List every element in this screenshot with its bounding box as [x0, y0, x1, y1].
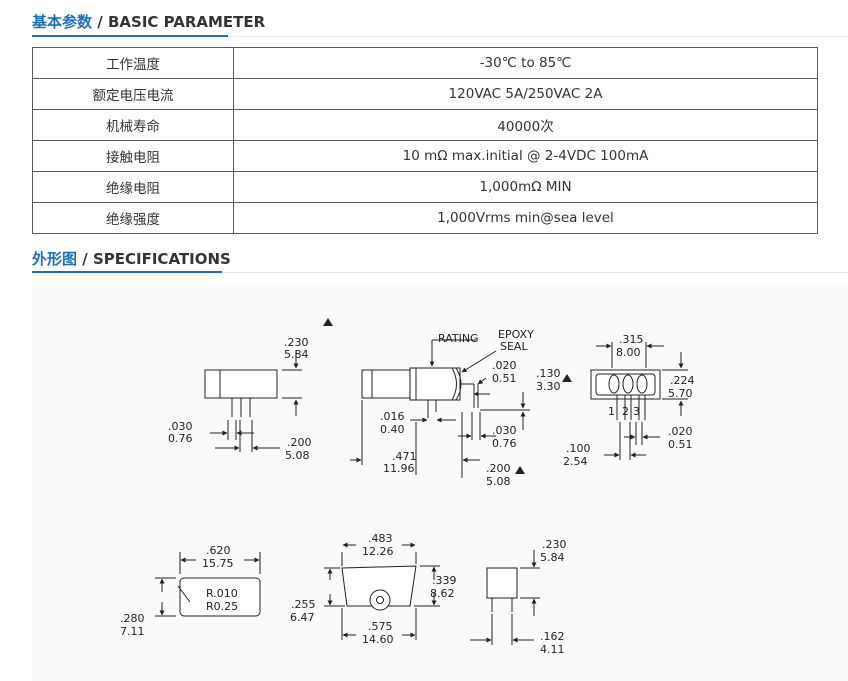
param-label: 额定电压电流 [32, 78, 234, 110]
dim-label: .020 [668, 425, 693, 438]
specs-heading-accent [32, 271, 222, 273]
dim-label: 8.00 [616, 346, 641, 359]
basic-parameter-heading: 基本参数 / BASIC PARAMETER [32, 11, 265, 33]
triangle-marker-icon [562, 374, 572, 382]
specs-title-cn: 外形图 [32, 250, 78, 268]
dim-label: .230 [542, 538, 567, 551]
dim-label: .100 [566, 442, 591, 455]
dim-label: .483 [368, 532, 393, 545]
dim-label: 5.70 [668, 387, 693, 400]
top-view [155, 552, 261, 617]
table-row: 绝缘电阻 1,000mΩ MIN [32, 171, 818, 203]
dim-label: 4.11 [540, 643, 565, 656]
specs-heading-rule [32, 272, 848, 273]
basic-heading-rule [32, 36, 848, 37]
dim-label: .280 [120, 612, 145, 625]
dim-label: 5.84 [284, 348, 309, 361]
rating-label: RATING [438, 332, 479, 345]
dim-label: .020 [492, 359, 517, 372]
small-side-view [470, 550, 540, 645]
dim-label: .230 [284, 336, 309, 349]
dim-label: .200 [287, 436, 312, 449]
actuator-view [324, 542, 440, 640]
specifications-heading: 外形图 / SPECIFICATIONS [32, 248, 231, 270]
dim-label: 2.54 [563, 455, 588, 468]
dim-label: .162 [540, 630, 565, 643]
dim-label: 0.51 [492, 372, 517, 385]
pin-number: 2 [622, 405, 629, 418]
epoxy-label: EPOXY [498, 328, 534, 341]
dim-label: .224 [670, 374, 695, 387]
triangle-marker-icon [323, 318, 333, 326]
dim-label: .620 [206, 544, 231, 557]
dim-label: .130 [536, 367, 561, 380]
dim-label: 0.40 [380, 423, 405, 436]
param-value: 40000次 [233, 109, 818, 141]
pin-number: 1 [608, 405, 615, 418]
side-view-left [204, 350, 302, 452]
dim-label: 5.08 [285, 449, 310, 462]
triangle-marker-icon [515, 466, 525, 474]
param-value: 10 mΩ max.initial @ 2-4VDC 100mA [233, 140, 818, 172]
dim-label: .255 [291, 598, 316, 611]
drawing-background [32, 285, 848, 681]
dim-label: .339 [432, 574, 457, 587]
table-row: 机械寿命 40000次 [32, 109, 818, 141]
dim-label: 6.47 [290, 611, 315, 624]
param-label: 绝缘强度 [32, 202, 234, 234]
radius-label: R0.25 [206, 600, 238, 613]
dim-label: 14.60 [362, 633, 394, 646]
dim-label: 7.11 [120, 625, 145, 638]
dim-label: .575 [368, 620, 393, 633]
end-view [590, 342, 688, 460]
side-view-center [350, 339, 530, 478]
table-row: 接触电阻 10 mΩ max.initial @ 2-4VDC 100mA [32, 140, 818, 172]
basic-title-cn: 基本参数 [32, 13, 93, 31]
dim-label: 11.96 [383, 462, 415, 475]
dim-label: 3.30 [536, 380, 561, 393]
table-row: 额定电压电流 120VAC 5A/250VAC 2A [32, 78, 818, 110]
specs-title-en: SPECIFICATIONS [92, 250, 231, 268]
dim-label: 0.51 [668, 438, 693, 451]
dim-label: .016 [380, 410, 405, 423]
pin-number: 3 [633, 405, 640, 418]
seal-label: SEAL [500, 340, 528, 353]
param-label: 绝缘电阻 [32, 171, 234, 203]
dim-label: 5.84 [540, 551, 565, 564]
dim-label: 15.75 [202, 557, 234, 570]
dim-label: .030 [492, 424, 517, 437]
dim-label: .315 [619, 333, 644, 346]
radius-label: R.010 [206, 587, 238, 600]
basic-parameter-table: 工作温度 -30℃ to 85℃ 额定电压电流 120VAC 5A/250VAC… [32, 47, 818, 234]
table-row: 绝缘强度 1,000Vrms min@sea level [32, 202, 818, 234]
param-value: 1,000Vrms min@sea level [233, 202, 818, 234]
basic-heading-accent [32, 35, 228, 37]
dim-label: .471 [392, 450, 417, 463]
dim-label: 5.08 [486, 475, 511, 488]
basic-title-separator: / [97, 13, 103, 31]
dim-label: .030 [168, 420, 193, 433]
dim-label: 12.26 [362, 545, 394, 558]
dim-label: 0.76 [492, 437, 517, 450]
basic-title-en: BASIC PARAMETER [107, 13, 266, 31]
dim-label: 0.76 [168, 432, 193, 445]
dim-label: .200 [486, 462, 511, 475]
dim-label: 8.62 [430, 587, 455, 600]
specs-title-separator: / [82, 250, 88, 268]
